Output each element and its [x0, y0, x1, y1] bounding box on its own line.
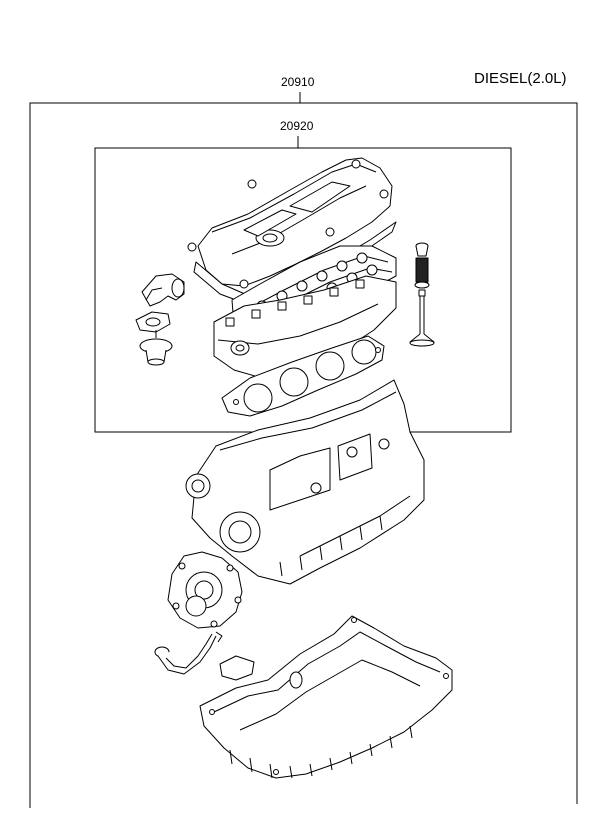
- water-pump-icon: [167, 551, 243, 629]
- water-outlet-icon: [141, 273, 185, 307]
- engine-block-icon: [185, 379, 425, 585]
- gasket-icon: [135, 311, 171, 333]
- rocker-cover-icon[interactable]: [187, 157, 393, 289]
- oil-strainer-icon: [154, 631, 255, 681]
- valve-seal-icon: [415, 242, 429, 257]
- variant-label: DIESEL(2.0L): [474, 70, 567, 87]
- spring-icon: [414, 257, 430, 289]
- outer-kit-frame: [29, 92, 578, 808]
- cylinder-head-icon: [213, 275, 397, 379]
- valve-icon: [409, 289, 435, 347]
- head-gasket-icon: [221, 335, 385, 417]
- oil-pan-icon: [199, 615, 453, 779]
- callout-inner-kit[interactable]: 20920: [280, 119, 314, 133]
- callout-outer-kit[interactable]: 20910: [281, 75, 315, 89]
- thermostat-icon: [139, 330, 173, 366]
